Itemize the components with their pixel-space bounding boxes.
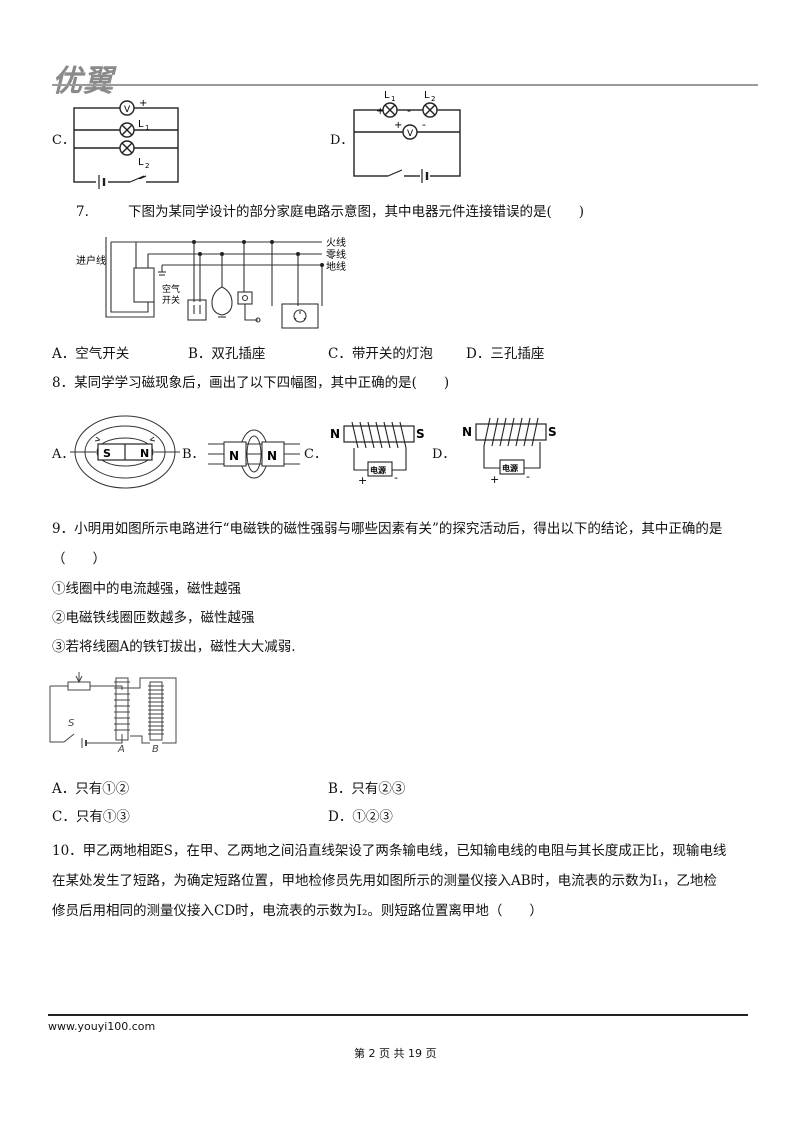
q7-option-a: A．空气开关 [52,346,130,362]
q9-statement-2: ②电磁铁线圈匝数越多，磁性越强 [52,610,255,626]
q8-stem: 8．某同学学习磁现象后，画出了以下四幅图，其中正确的是( ) [52,375,450,391]
q7-option-c: C．带开关的灯泡 [328,346,433,362]
q7-breaker-label-1: 空气 [162,283,180,295]
q8c-plus: + [358,474,367,487]
q7-breaker-label-2: 开关 [162,294,180,306]
q8d-s: S [548,425,557,439]
q7-number: 7. [76,204,89,220]
q7-option-d: D．三孔插座 [466,346,545,362]
q9-option-c: C．只有①③ [52,809,130,825]
q8d-power: 电源 [502,463,518,473]
q8-option-c-label: C． [304,447,327,462]
q6d-v-label: V [407,129,414,139]
q8b-n-left: N [229,449,239,463]
q7-live-label: 火线 [326,236,346,249]
q6d-l2-sub: 2 [431,95,435,103]
q6-option-d-circuit: L 1 L 2 + - V + - [353,90,461,183]
q6d-minus-mid: - [422,118,426,131]
q7-ground-label: 地线 [326,260,346,273]
q7-inlet-label: 进户线 [76,254,106,267]
q6c-plus: + [139,98,147,109]
q7-neutral-label: 零线 [326,248,346,261]
q7-stem: 下图为某同学设计的部分家庭电路示意图，其中电器元件连接错误的是( ) [128,204,585,220]
q9-option-b: B．只有②③ [328,781,406,797]
q9-option-a: A．只有①② [52,781,130,797]
q6c-l2: L [138,157,144,168]
q6-option-c-circuit: V + L 1 L 2 [73,98,179,189]
q8d-minus: - [526,470,530,483]
q6c-l1: L [138,119,144,130]
brand-logo: 优翼 [52,64,114,99]
q8-option-d-label: D． [432,447,456,462]
q6d-plus-mid: + [394,120,402,131]
q9-paren: （ ） [52,551,106,567]
q6c-l1-sub: 1 [145,124,149,132]
q6d-l1: L [384,90,390,101]
q10-line-1: 10．甲乙两地相距S，在甲、乙两地之间沿直线架设了两条输电线，已知输电线的电阻与… [52,843,727,859]
q8d-n: N [462,425,472,439]
q6d-minus-top: - [407,104,411,117]
q8-option-a-bar-magnet: S N [70,415,180,489]
q8-option-b-label: B． [182,447,205,462]
q8a-s: S [103,447,111,460]
q8c-s: S [416,427,425,441]
q10-line-3: 修员后用相同的测量仪接入CD时，电流表的示数为I₂。则短路位置离甲地（ ） [52,903,543,919]
q7-option-b: B．双孔插座 [188,346,266,362]
q6c-v-label: V [124,105,131,115]
page-number: 第 2 页 共 19 页 [354,1047,437,1060]
footer-url[interactable]: www.youyi100.com [48,1020,156,1033]
q9-coil-a-label: A [117,744,125,755]
q9-statement-1: ①线圈中的电流越强，磁性越强 [52,581,241,597]
q6c-l2-sub: 2 [145,162,149,170]
q8-option-d-solenoid: N S 电源 + - [462,417,557,486]
q8d-plus: + [490,473,499,486]
q9-statement-3: ③若将线圈A的铁钉拔出，磁性大大减弱. [52,639,296,655]
q8-option-c-solenoid: N S 电源 + - [330,421,425,487]
q8b-n-right: N [267,449,277,463]
q8c-minus: - [394,471,398,484]
q8c-power: 电源 [370,465,386,475]
q6-option-c-label: C． [52,133,75,148]
q9-switch-label: S [68,718,75,729]
q9-stem: 9．小明用如图所示电路进行“电磁铁的磁性强弱与哪些因素有关”的探究活动后，得出以… [52,521,723,537]
q10-line-2: 在某处发生了短路，为确定短路位置，甲地检修员先用如图所示的测量仪接入AB时，电流… [52,873,717,889]
q9-option-d: D．①②③ [328,809,393,825]
q8-option-b-two-magnets: N N [208,429,300,479]
q7-house-circuit-diagram: 进户线 空气 开关 火线 零线 地线 [76,236,346,329]
q8-option-a-label: A． [52,447,75,462]
q6-option-d-label: D． [330,133,354,148]
q8c-n: N [330,427,340,441]
header-rule [52,84,758,86]
footer-rule [48,1014,748,1016]
q6d-l1-sub: 1 [391,95,395,103]
q9-coil-b-label: B [152,744,159,755]
q6d-plus-top: + [376,106,384,117]
q8a-n: N [140,447,149,460]
q9-electromagnet-circuit: S A B [49,672,177,755]
q6d-l2: L [424,90,430,101]
